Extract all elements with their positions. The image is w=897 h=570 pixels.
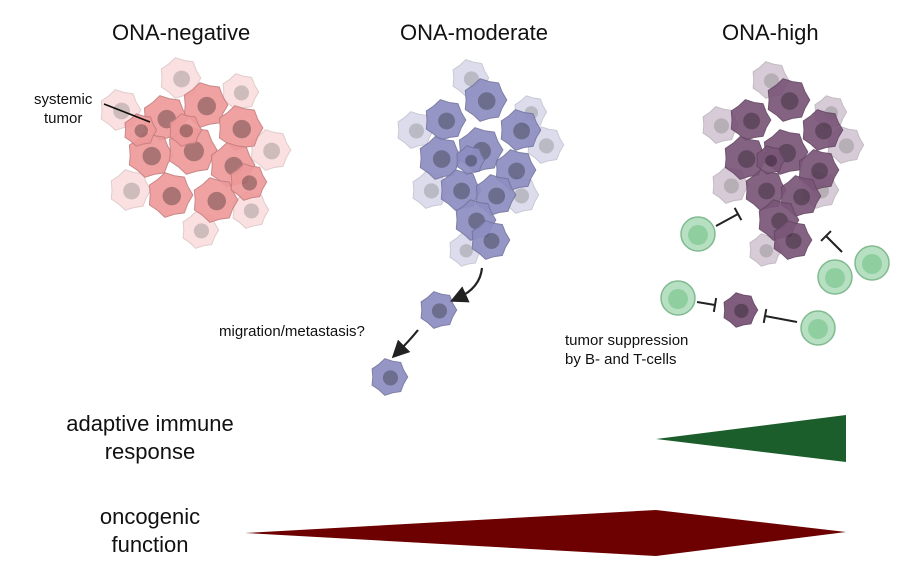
- tumor-cell: [222, 73, 260, 111]
- tumor-cell: [756, 145, 786, 175]
- tumor-cell: [500, 109, 542, 151]
- systemic-tumor-label: systemic tumor: [34, 90, 92, 128]
- immune-cell-icon: [660, 280, 696, 316]
- immune-cell-icon: [854, 245, 890, 281]
- tumor-cell: [798, 149, 840, 191]
- oncogenic-label-line2: function: [111, 532, 189, 557]
- migrating-cell-icon: [420, 291, 458, 329]
- tumor-cell: [148, 172, 194, 218]
- inhibition-arrow-icon: [762, 308, 798, 324]
- tumor-cell: [425, 99, 467, 141]
- migration-label: migration/metastasis?: [219, 323, 365, 340]
- tumor-cell: [397, 111, 435, 149]
- tumor-cell: [250, 129, 292, 171]
- adaptive-immune-bar: [656, 415, 846, 462]
- title-ona-high: ONA-high: [722, 20, 819, 45]
- tumor-cell: [802, 109, 844, 151]
- suppression-label-line1: tumor suppression: [565, 332, 689, 349]
- isolated-tumor-cell-icon: [723, 292, 759, 328]
- systemic-label-line2: tumor: [44, 110, 83, 127]
- inhibition-arrow-icon: [696, 297, 718, 313]
- oncogenic-function-bar: [245, 510, 846, 556]
- tumor-cell: [193, 177, 239, 223]
- tumor-cluster-negative-icon: [100, 57, 292, 249]
- immune-cells-group: [660, 216, 890, 346]
- metastasis-arrow-icon: [391, 329, 419, 359]
- title-ona-negative: ONA-negative: [112, 20, 251, 45]
- inhibition-arrow-icon: [820, 230, 843, 253]
- suppression-label: tumor suppression by B- and T-cells: [565, 331, 688, 369]
- tumor-cell: [767, 78, 811, 122]
- tumor-cell: [464, 78, 508, 122]
- tumor-cell: [419, 136, 463, 180]
- tumor-cell: [724, 136, 768, 180]
- inhibition-arrows: [696, 207, 843, 324]
- tumor-cluster-high-icon: [702, 61, 865, 328]
- immune-cell-icon: [800, 310, 836, 346]
- systemic-leader-line: [103, 103, 151, 123]
- tumor-cell: [702, 106, 740, 144]
- adaptive-label-line2: response: [104, 439, 196, 464]
- tumor-cell: [169, 113, 203, 147]
- oncogenic-label-line1: oncogenic: [99, 504, 201, 529]
- migration-arrow-icon: [449, 267, 484, 303]
- oncogenic-label: oncogenic function: [70, 503, 230, 559]
- tumor-cell: [456, 145, 486, 175]
- tumor-cell: [773, 220, 813, 260]
- tumor-cell: [110, 169, 152, 211]
- title-ona-moderate: ONA-moderate: [400, 20, 548, 45]
- immune-cell-icon: [680, 216, 716, 252]
- tumor-cell: [730, 99, 772, 141]
- tumor-cell: [160, 57, 202, 99]
- inhibition-arrow-icon: [715, 207, 743, 227]
- adaptive-immune-label: adaptive immune response: [58, 410, 242, 466]
- immune-cell-icon: [817, 259, 853, 295]
- tumor-cell: [749, 233, 783, 267]
- adaptive-label-line1: adaptive immune: [66, 411, 234, 436]
- systemic-label-line1: systemic: [34, 91, 93, 108]
- tumor-cell: [230, 163, 268, 201]
- suppression-label-line2: by B- and T-cells: [565, 351, 677, 368]
- tumor-cell: [218, 105, 264, 151]
- tumor-cell: [183, 82, 229, 128]
- metastatic-cell-icon: [371, 358, 409, 396]
- tumor-cell: [471, 220, 511, 260]
- tumor-cluster-moderate-icon: [371, 59, 565, 396]
- tumor-cell: [412, 171, 450, 209]
